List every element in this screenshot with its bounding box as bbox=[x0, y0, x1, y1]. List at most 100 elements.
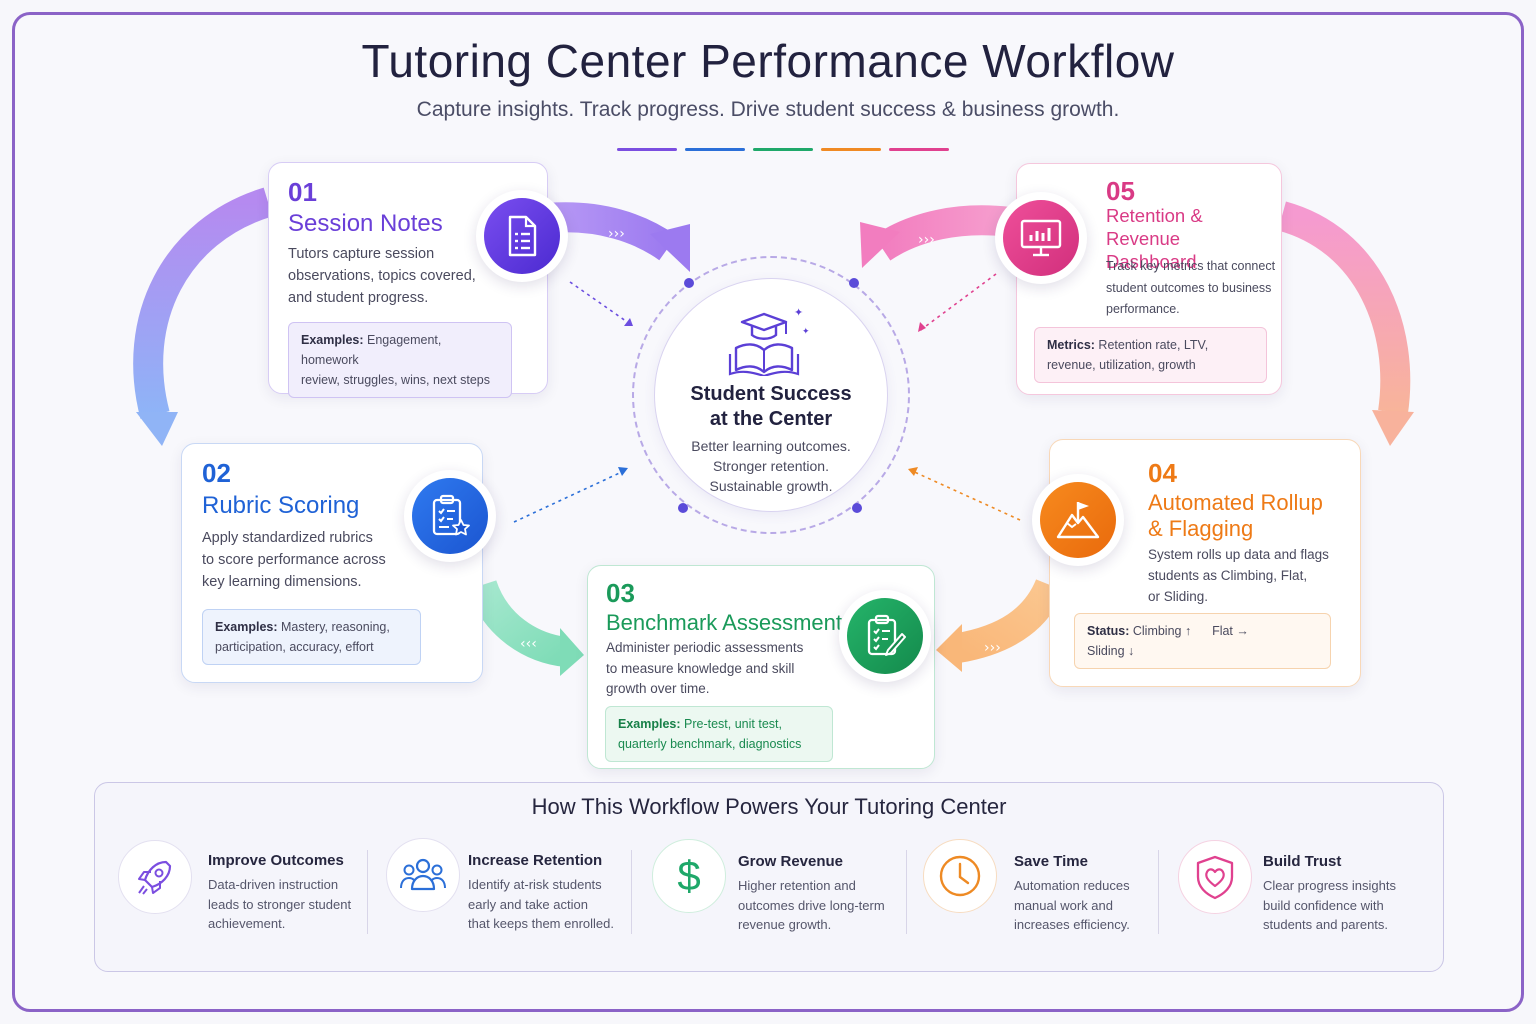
benefit-icon-circle bbox=[1178, 840, 1252, 914]
shield-heart-icon bbox=[1196, 855, 1234, 900]
dollar-icon: $ bbox=[677, 852, 700, 899]
desc-line: key learning dimensions. bbox=[202, 574, 362, 590]
status-label: Status: bbox=[1087, 624, 1130, 638]
desc-line: Tutors capture session bbox=[288, 246, 435, 262]
step-number: 05 bbox=[1106, 176, 1135, 206]
center-desc-line: Sustainable growth. bbox=[709, 478, 833, 494]
examples-text: participation, accuracy, effort bbox=[215, 640, 374, 654]
desc-line: Apply standardized rubrics bbox=[202, 530, 373, 546]
center-dashed-ring bbox=[632, 256, 910, 534]
arrow-02-to-03-head bbox=[560, 628, 584, 676]
desc-line: achievement. bbox=[208, 916, 286, 931]
desc-line: to score performance across bbox=[202, 552, 386, 568]
step-description: Track key metrics that connect student o… bbox=[1106, 256, 1275, 321]
step-title-line: Retention & Revenue bbox=[1106, 205, 1203, 249]
step-title: Automated Rollup & Flagging bbox=[1148, 490, 1323, 542]
examples-label: Examples: bbox=[618, 717, 681, 731]
step-title: Benchmark Assessments bbox=[606, 610, 853, 635]
step-description: Tutors capture session observations, top… bbox=[288, 243, 476, 309]
step-title-line: Dashboard bbox=[1106, 251, 1197, 272]
desc-line: observations, topics covered, bbox=[288, 268, 476, 284]
divider bbox=[1158, 850, 1159, 934]
benefit-description: Automation reduces manual work and incre… bbox=[1014, 876, 1130, 935]
desc-line: performance. bbox=[1106, 302, 1180, 316]
page-title: Tutoring Center Performance Workflow bbox=[361, 35, 1175, 87]
metrics-text: Retention rate, LTV, bbox=[1098, 338, 1209, 352]
benefit-title: Grow Revenue bbox=[738, 853, 844, 870]
status-climbing: Climbing ↑ bbox=[1132, 624, 1192, 638]
desc-line: Track key metrics that connect bbox=[1106, 259, 1276, 273]
benefit-title: Build Trust bbox=[1263, 853, 1342, 870]
step-number: 01 bbox=[288, 177, 317, 207]
step-badge bbox=[839, 590, 931, 682]
desc-line: build confidence with bbox=[1263, 897, 1384, 913]
desc-line: or Sliding. bbox=[1148, 589, 1209, 604]
arrow-01-chevrons: ››› bbox=[608, 226, 625, 242]
page-subtitle: Capture insights. Track progress. Drive … bbox=[416, 98, 1120, 121]
examples-box: Examples: Engagement, homework review, s… bbox=[288, 322, 512, 398]
desc-line: that keeps them enrolled. bbox=[468, 916, 614, 931]
desc-line: manual work and bbox=[1014, 897, 1113, 913]
arrow-05-to-04 bbox=[1277, 201, 1411, 415]
step-number: 04 bbox=[1148, 458, 1177, 488]
examples-text: quarterly benchmark, diagnostics bbox=[618, 737, 802, 751]
status-flat: Flat → bbox=[1212, 624, 1249, 638]
benefits-title: How This Workflow Powers Your Tutoring C… bbox=[531, 794, 1007, 819]
mountain-flag-icon bbox=[1056, 502, 1100, 539]
desc-line: outcomes drive long-term bbox=[738, 897, 885, 913]
examples-label: Examples: bbox=[301, 333, 364, 347]
step-card-automated-rollup: 04 Automated Rollup & Flagging System ro… bbox=[1049, 439, 1361, 687]
examples-box: Examples: Pre-test, unit test, quarterly… bbox=[605, 706, 833, 762]
rocket-icon bbox=[138, 860, 172, 895]
desc-line: Identify at-risk students bbox=[468, 877, 602, 892]
divider bbox=[631, 850, 632, 934]
benefit-title: Improve Outcomes bbox=[208, 852, 344, 869]
desc-line: leads to stronger student bbox=[208, 896, 352, 912]
accent-lines bbox=[617, 148, 949, 151]
status-box: Status: Climbing ↑ Flat → Sliding ↓ bbox=[1074, 613, 1331, 669]
desc-line: Automation reduces bbox=[1014, 878, 1130, 893]
desc-line: students as Climbing, Flat, bbox=[1148, 568, 1308, 583]
accent-line-green bbox=[753, 148, 813, 151]
arrow-01-to-02-head bbox=[136, 412, 178, 446]
examples-text: review, struggles, wins, next steps bbox=[301, 373, 490, 387]
step-description: Administer periodic assessments to measu… bbox=[606, 638, 803, 700]
svg-text:✦: ✦ bbox=[794, 307, 803, 319]
desc-line: increases efficiency. bbox=[1014, 917, 1130, 932]
desc-line: Clear progress insights bbox=[1263, 878, 1396, 893]
clipboard-star-icon bbox=[432, 494, 470, 536]
benefit-description: Clear progress insights build confidence… bbox=[1263, 876, 1396, 935]
arrow-05-to-04-head bbox=[1372, 410, 1414, 446]
metrics-text: revenue, utilization, growth bbox=[1047, 358, 1196, 372]
desc-line: Higher retention and bbox=[738, 878, 856, 893]
step-card-retention-dashboard: 05 Retention & Revenue Dashboard Track k… bbox=[1016, 163, 1282, 395]
status-sliding: Sliding ↓ bbox=[1087, 644, 1135, 658]
svg-text:$: $ bbox=[677, 852, 700, 899]
arrow-02-to-03 bbox=[467, 579, 569, 667]
center-desc-line: Stronger retention. bbox=[713, 458, 829, 474]
desc-line: students and parents. bbox=[1263, 917, 1389, 932]
examples-text: Mastery, reasoning, bbox=[281, 620, 390, 634]
step-badge bbox=[1032, 474, 1124, 566]
ring-dot bbox=[678, 503, 688, 513]
dotted-05-center bbox=[917, 273, 997, 333]
examples-text: Engagement, homework bbox=[301, 333, 442, 367]
dotted-04-head bbox=[908, 467, 918, 476]
benefit-title: Increase Retention bbox=[468, 852, 603, 869]
desc-line: to measure knowledge and skill bbox=[606, 660, 795, 676]
dotted-01-center bbox=[569, 281, 634, 327]
step-card-rubric-scoring: 02 Rubric Scoring Apply standardized rub… bbox=[181, 443, 483, 683]
accent-line-pink bbox=[889, 148, 949, 151]
benefit-icon-circle bbox=[386, 838, 460, 912]
benefit-icon-circle bbox=[118, 840, 192, 914]
ring-dot bbox=[849, 278, 859, 288]
ring-dot bbox=[684, 278, 694, 288]
clipboard-check-pencil-icon bbox=[867, 614, 906, 656]
step-title: Rubric Scoring bbox=[202, 492, 360, 519]
center-title: Student Success at the Center bbox=[654, 382, 888, 432]
arrow-05-chevrons: ››› bbox=[918, 232, 935, 248]
arrow-05-to-center-head bbox=[860, 222, 900, 268]
dotted-02-head bbox=[618, 467, 628, 476]
arrow-04-to-03-head bbox=[936, 624, 962, 672]
